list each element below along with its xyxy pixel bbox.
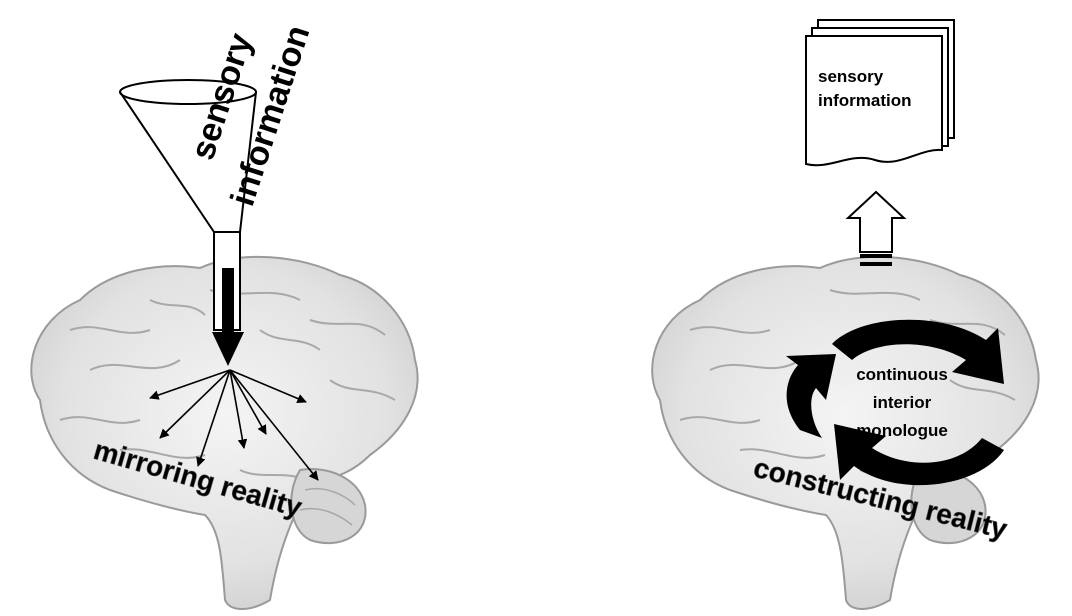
cycle-label-line2: interior (873, 393, 932, 412)
cycle-label-line3: monologue (856, 421, 948, 440)
upward-arrow (848, 192, 904, 266)
document-label-line1: sensory (818, 67, 884, 86)
left-panel: sensory information mirroring reality (31, 21, 417, 609)
document-label-line2: information (818, 91, 912, 110)
cycle-label-line1: continuous (856, 365, 948, 384)
right-panel: sensory information continuous interior … (652, 20, 1038, 609)
